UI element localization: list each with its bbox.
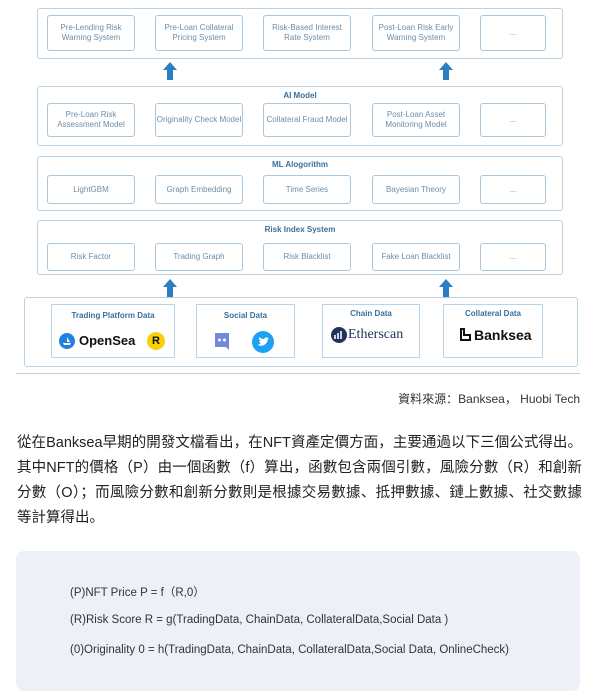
up-arrow-icon [439, 62, 453, 80]
model-box: Originality Check Model [155, 103, 243, 137]
layer-title: Risk Index System [264, 225, 336, 234]
app-box: Pre-Loan Collateral Pricing System [155, 15, 243, 51]
body-paragraph: 從在Banksea早期的開發文檔看出，在NFT資產定價方面，主要通過以下三個公式… [17, 435, 582, 526]
formula-block: (P)NFT Price P = f（R,0） (R)Risk Score R … [16, 551, 580, 691]
index-box: Trading Graph [155, 243, 243, 271]
up-arrow-icon [163, 62, 177, 80]
app-box: ... [480, 15, 546, 51]
layer-title: AI Model [283, 91, 317, 100]
app-box: Post-Loan Risk Early Warning System [372, 15, 460, 51]
model-box: Post-Loan Asset Monitoring Model [372, 103, 460, 137]
divider [16, 373, 580, 374]
opensea-label: OpenSea [79, 333, 136, 348]
model-box: Collateral Fraud Model [263, 103, 351, 137]
algorithm-box: Graph Embedding [155, 175, 243, 204]
chain-data-box: Chain Data Etherscan [322, 304, 420, 358]
model-box: Pre-Loan Risk Assessment Model [47, 103, 135, 137]
ml-algorithm-layer: ML Alogorithm [37, 156, 563, 211]
formula-risk-score: (R)Risk Score R = g(TradingData, ChainDa… [70, 614, 449, 626]
index-box: ... [480, 243, 546, 271]
discord-icon [215, 333, 229, 350]
app-box: Pre-Lending Risk Warning System [47, 15, 135, 51]
application-layer [37, 8, 563, 59]
etherscan-label: Etherscan [348, 327, 404, 342]
algorithm-box: LightGBM [47, 175, 135, 204]
algorithm-box: Bayesian Theory [372, 175, 460, 204]
layer-title: ML Alogorithm [272, 160, 328, 169]
algorithm-box: Time Series [263, 175, 351, 204]
up-arrow-icon [439, 279, 453, 297]
data-title: Social Data [223, 311, 268, 320]
app-box: Risk-Based Interest Rate System [263, 15, 351, 51]
index-box: Risk Factor [47, 243, 135, 271]
algorithm-box: ... [480, 175, 546, 204]
index-box: Risk Blacklist [263, 243, 351, 271]
up-arrow-icon [163, 279, 177, 297]
data-title: Collateral Data [464, 309, 522, 318]
banksea-label: Banksea [474, 327, 532, 343]
data-title: Chain Data [350, 309, 392, 318]
collateral-data-box: Collateral Data Banksea [443, 304, 543, 358]
trading-platform-data-box: Trading Platform Data OpenSea R [51, 304, 175, 358]
data-source-layer [24, 297, 578, 367]
risk-index-layer: Risk Index System [37, 220, 563, 275]
model-box: ... [480, 103, 546, 137]
ai-model-layer: AI Model [37, 86, 563, 146]
formula-originality: (0)Originality 0 = h(TradingData, ChainD… [70, 644, 510, 656]
formula-nft-price: (P)NFT Price P = f（R,0） [70, 587, 205, 599]
rarible-logo-icon: R [147, 332, 165, 350]
banksea-logo-icon [460, 328, 471, 341]
twitter-icon [252, 331, 274, 353]
social-data-box: Social Data [196, 304, 295, 358]
index-box: Fake Loan Blacklist [372, 243, 460, 271]
data-title: Trading Platform Data [71, 311, 155, 320]
source-caption: 資料來源：Banksea， Huobi Tech [398, 392, 580, 406]
opensea-logo-icon [59, 333, 75, 349]
etherscan-logo-icon [331, 327, 347, 343]
